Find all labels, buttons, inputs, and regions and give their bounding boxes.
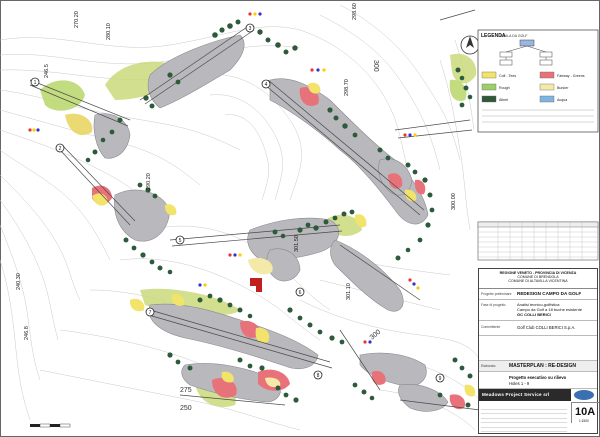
hole-label: 8 [317, 373, 320, 379]
legend-item-label: Fairway - Greens [557, 74, 585, 78]
client-name: Golf Club COLLI BERICI S.p.A. [517, 325, 576, 330]
sheet-number: 10A [575, 406, 596, 418]
legend-subtitle: SCALA DA GOLF [500, 34, 527, 38]
elevation-labels: 270.20 280.10 246.5 298.60 300 298.70 30… [16, 3, 457, 412]
elevation-label: 275 [180, 387, 192, 394]
project-title: REDESIGN CAMPO DA GOLF [517, 291, 582, 296]
analysis-line: Campo da Golf a 18 buche esistente [517, 307, 582, 312]
legend-item-label: Rough [499, 86, 510, 90]
elevation-label: 298.60 [352, 3, 358, 20]
play-lines [29, 9, 481, 411]
elevation-label: 270.20 [74, 11, 80, 28]
footer-row: Meadows Project Service srl 10A 1:1500 [479, 389, 599, 437]
footer-grid [481, 405, 567, 433]
sheet-scale: 1:1500 [579, 419, 589, 423]
sheet-number-box: 10A 1:1500 [571, 402, 599, 423]
legend-items: Colf - Tees Fairway - Greens Rough Bunke… [481, 71, 585, 103]
phase-row: Progetto esecutivo su rilievo Holes 1 - … [479, 372, 597, 389]
elevation-label: 246.8 [24, 326, 30, 340]
elevation-label: 250 [180, 405, 192, 412]
hole-label: 2 [59, 146, 62, 152]
scale-bar [30, 423, 71, 428]
hole-label: 7 [149, 310, 152, 316]
legend-item-label: Colf - Tees [499, 74, 516, 78]
region-line: REGIONE VENETO - PROVINCIA DI VICENZA [499, 271, 577, 275]
elevation-label: 300.00 [451, 193, 457, 210]
spacer-row [479, 336, 597, 361]
phase-line: Holes 1 - 9 [509, 381, 530, 386]
analysis-label: Fase di progetto [481, 303, 506, 307]
hole-statistics-table [477, 221, 599, 261]
firm-strip: Meadows Project Service srl [479, 389, 571, 401]
firm-name: Meadows Project Service srl [482, 392, 550, 397]
project-label: Progetto preliminare [481, 292, 512, 296]
tee-markers [28, 12, 420, 344]
hole-markers [30, 23, 445, 383]
client-label: Committente [481, 325, 501, 329]
elevation-label: 301.10 [346, 283, 352, 300]
project-row: Progetto preliminare REDESIGN CAMPO DA G… [479, 289, 597, 300]
greens-and-bunkers [92, 82, 476, 410]
hole-label: 1 [34, 80, 37, 86]
hole-label: 3 [249, 26, 252, 32]
elevation-label: 246.5 [44, 64, 50, 78]
trees [85, 19, 473, 408]
clubhouse-icon [250, 278, 262, 292]
drawing-row: Elaborato MASTERPLAN : RE-DESIGN [479, 361, 597, 372]
elevation-label: 240.30 [16, 273, 22, 290]
hole-label: 5 [179, 238, 182, 244]
drawing-title: MASTERPLAN : RE-DESIGN [509, 363, 576, 369]
elevation-label: 280.10 [106, 23, 112, 40]
hole-number-labels: 1 2 3 4 5 6 7 8 9 [34, 26, 442, 382]
hole-label: 9 [439, 376, 442, 382]
elevation-label: 300 [372, 60, 379, 72]
firm-logo-icon [574, 390, 594, 400]
analysis-row: Fase di progetto Analisi tecnico-golfist… [479, 300, 597, 321]
legend-item-label: Bunker [557, 86, 569, 90]
elevation-label: 290.20 [146, 173, 152, 190]
hole-label: 6 [299, 290, 302, 296]
region-line: COMUNE DI BRENDOLA [517, 275, 559, 279]
phase-line: Progetto esecutivo su rilievo [509, 375, 567, 380]
title-block: REGIONE VENETO - PROVINCIA DI VICENZA CO… [478, 268, 599, 437]
elevation-label: 298.70 [344, 79, 350, 96]
legend-item-label: Acqua [557, 98, 567, 102]
hole-label: 4 [265, 82, 268, 88]
analysis-line: GC COLLI BERICI [517, 312, 551, 317]
region-header: REGIONE VENETO - PROVINCIA DI VICENZA CO… [479, 269, 597, 289]
elevation-label: 301.50 [294, 235, 300, 252]
legend-item-label: Alberi [499, 98, 508, 102]
client-row: Committente Golf Club COLLI BERICI S.p.A… [479, 321, 597, 336]
legend-panel: LEGENDA SCALA DA GOLF Colf - Tees Fairwa… [477, 29, 599, 133]
analysis-line: Analisi tecnico-golfistica [517, 302, 560, 307]
region-line: COMUNE DI ALTAVILLA VICENTINA [508, 279, 568, 283]
drawing-label: Elaborato [481, 364, 496, 368]
legend-title: LEGENDA [481, 33, 506, 39]
